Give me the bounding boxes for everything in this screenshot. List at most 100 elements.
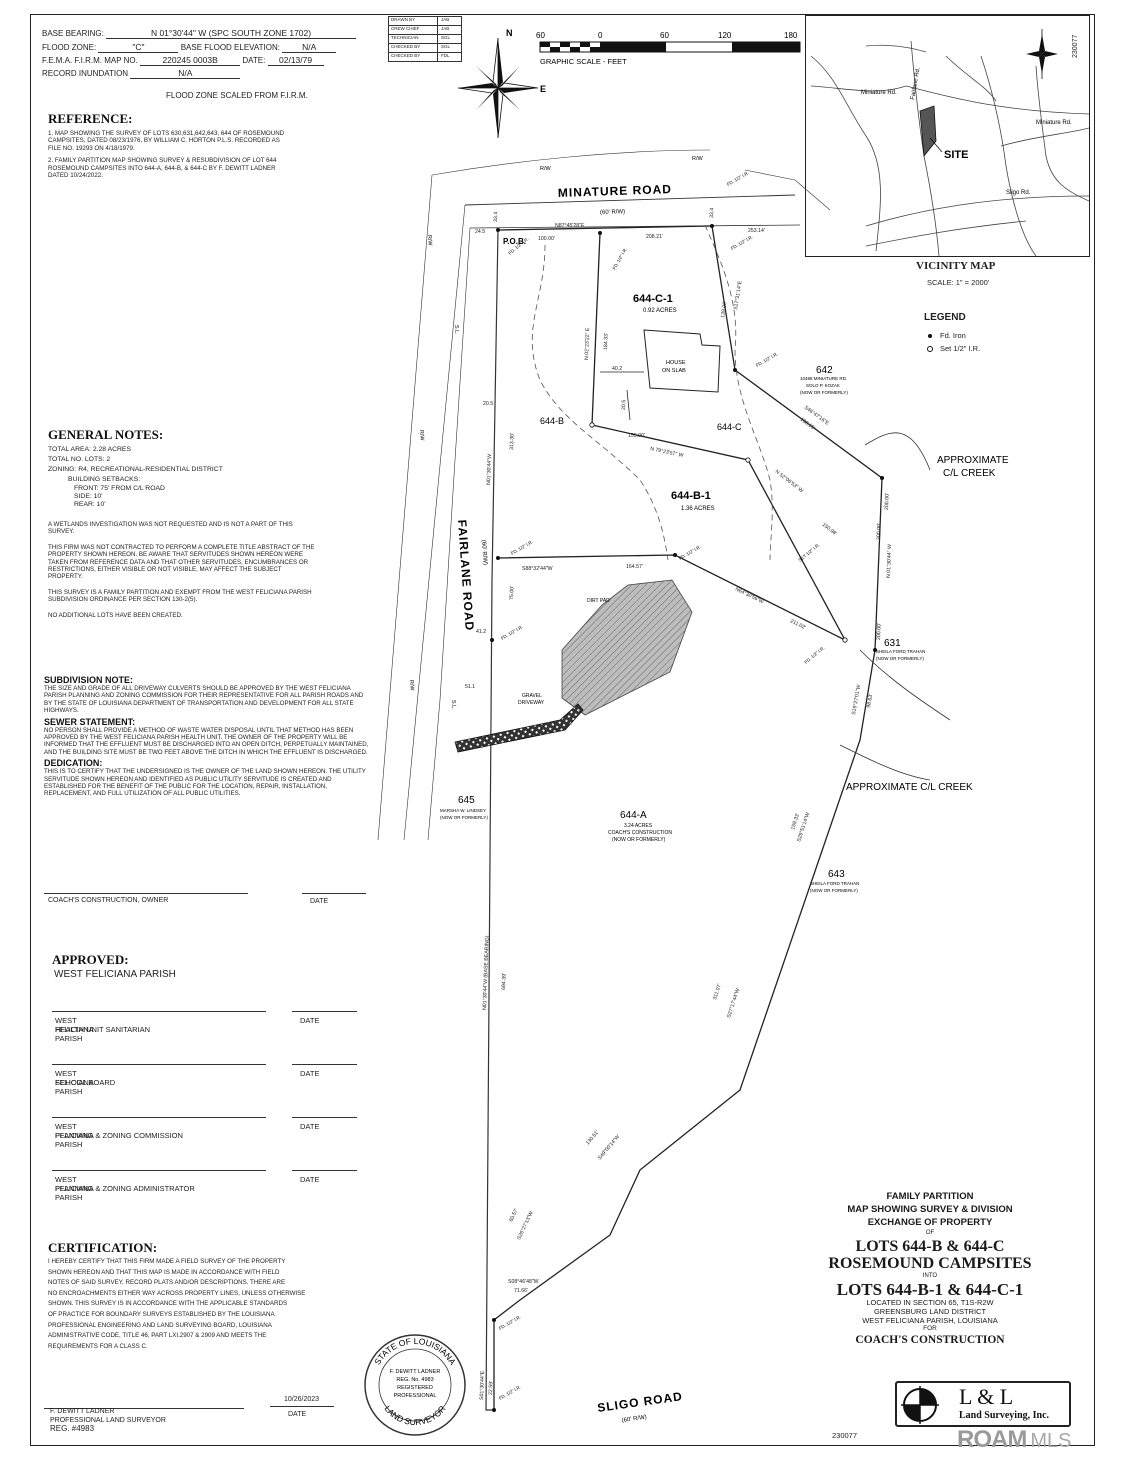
svg-text:164.57': 164.57' [626,564,643,570]
reference-item: 1. MAP SHOWING THE SURVEY OF LOTS 630,63… [48,130,285,152]
east-label: E [540,84,546,94]
svg-text:60: 60 [660,31,669,40]
svg-text:180: 180 [784,31,798,40]
general-notes-title: GENERAL NOTES: [48,427,164,442]
svg-text:DRIVEWAY: DRIVEWAY [518,700,545,706]
svg-text:130.51': 130.51' [585,1130,600,1147]
general-note: A WETLANDS INVESTIGATION WAS NOT REQUEST… [48,521,293,536]
svg-text:200.00': 200.00' [876,523,883,540]
vicinity-map-drawing: SITE Miniature Rd. Miniature Rd. Sligo R… [810,29,1089,256]
general-notes-section: GENERAL NOTES: TOTAL AREA: 2.28 ACRES TO… [48,427,368,624]
reference-section: REFERENCE: 1. MAP SHOWING THE SURVEY OF … [48,111,378,184]
owner-name: COACH'S CONSTRUCTION, OWNER [48,897,169,904]
adjacent-lot-642: 642 [816,365,833,376]
found-iron-icon [496,556,500,560]
svg-text:(NOW OR FORMERLY): (NOW OR FORMERLY) [800,390,848,395]
minature-road-label: MINATURE ROAD [558,182,673,200]
svg-text:COACH'S CONSTRUCTION: COACH'S CONSTRUCTION [608,830,672,836]
company-name: L & L [959,1384,1014,1409]
svg-text:N 79°23'57" W: N 79°23'57" W [650,446,684,459]
svg-text:120: 120 [718,31,732,40]
svg-text:Sligo Rd.: Sligo Rd. [1006,190,1031,196]
svg-text:200.00': 200.00' [876,623,883,640]
flood-zone-note: FLOOD ZONE SCALED FROM F.I.R.M. [166,91,308,100]
svg-text:0: 0 [598,31,603,40]
approved-section: APPROVED: WEST FELICIANA PARISH WEST FEL… [52,952,372,1202]
svg-text:20.5: 20.5 [483,401,493,407]
svg-text:SET 1/2" I.R.: SET 1/2" I.R. [797,542,820,563]
lot-644-c-label: 644-C [717,422,742,432]
owner-date-line [302,893,366,894]
owner-signature-line [44,893,248,894]
svg-text:253.14': 253.14' [748,228,765,234]
svg-text:SHEILA FORD TRAHAN: SHEILA FORD TRAHAN [810,881,859,886]
svg-text:10488 MINIATURE RD.: 10488 MINIATURE RD. [800,376,847,381]
svg-text:694.39': 694.39' [501,973,508,990]
dirt-pad-area [561,579,693,716]
general-note: THIS SURVEY IS A FAMILY PARTITION AND EX… [48,588,312,604]
svg-text:N01°30'44"W: N01°30'44"W [486,454,493,485]
subdivision-note-text: THE SIZE AND GRADE OF ALL DRIVEWAY CULVE… [44,685,364,715]
sewer-statement-text: NO PERSON SHALL PROVIDE A METHOD OF WAST… [44,726,369,756]
found-iron-icon [492,1408,496,1412]
svg-text:60: 60 [536,31,545,40]
fema-row: F.E.M.A. F.I.R.M. MAP NO. 220245 0003B D… [42,55,324,66]
svg-text:S17°31'14"E: S17°31'14"E [733,280,744,310]
house-footprint [643,329,721,393]
svg-text:190.19': 190.19' [799,417,816,432]
found-iron-icon [673,553,677,557]
svg-text:75.00': 75.00' [509,586,515,600]
svg-text:FD. 1/2" I.R.: FD. 1/2" I.R. [803,645,825,665]
svg-text:S19°27'01"W: S19°27'01"W [851,684,862,715]
found-iron-icon [598,231,602,235]
svg-text:313.30': 313.30' [509,433,516,450]
svg-text:(NOW OR FORMERLY): (NOW OR FORMERLY) [810,888,858,893]
svg-text:FD. 1/2" I.R.: FD. 1/2" I.R. [498,1314,522,1331]
svg-text:Fairlane Rd.: Fairlane Rd. [910,67,922,101]
svg-text:S88°32'44"W: S88°32'44"W [522,566,553,572]
svg-text:MARSHA W. LINDSEY: MARSHA W. LINDSEY [440,808,486,813]
set-iron-icon [745,457,751,463]
svg-text:60.57': 60.57' [508,1208,519,1223]
svg-text:51.1: 51.1 [465,684,475,690]
svg-text:(60' R/W): (60' R/W) [480,540,488,566]
legend-title: LEGEND [924,312,966,323]
flood-zone-row: FLOOD ZONE: "C" BASE FLOOD ELEVATION: N/… [42,42,337,53]
reference-item: 2. FAMILY PARTITION MAP SHOWING SURVEY &… [48,157,277,180]
company-logo-icon [901,1386,939,1424]
svg-text:ON SLAB: ON SLAB [662,368,686,374]
svg-text:100.00': 100.00' [538,236,555,242]
svg-text:33.4: 33.4 [709,208,715,218]
reference-title: REFERENCE: [48,111,133,126]
found-iron-icon [873,648,877,652]
north-arrow-icon: N E [457,28,546,139]
svg-text:0.92 ACRES: 0.92 ACRES [643,308,677,314]
svg-text:C/L CREEK: C/L CREEK [943,468,996,479]
footer-job-number: 230077 [832,1431,858,1440]
vicinity-north-icon [1026,29,1058,79]
certification-section: CERTIFICATION: I HEREBY CERTIFY THAT THI… [48,1240,368,1352]
svg-text:159.33': 159.33' [790,813,801,831]
svg-text:R/W: R/W [418,430,425,442]
found-iron-icon [492,1318,496,1322]
svg-text:24.5: 24.5 [475,229,485,235]
svg-text:FD. 1/2" I.R.: FD. 1/2" I.R. [755,351,779,368]
site-parcel [919,105,937,158]
svg-text:184.33': 184.33' [603,333,610,350]
company-logo: L & L Land Surveying, Inc. [895,1381,1071,1427]
svg-text:F. DEWITT LADNER: F. DEWITT LADNER [390,1369,441,1375]
svg-text:DIRT PAD: DIRT PAD [587,598,610,604]
graphic-scale: 60 0 60 120 180 GRAPHIC SCALE - FEET [536,31,801,66]
surveyor-seal-icon: STATE OF LOUISIANA LAND SURVEYOR F. DEWI… [364,1334,466,1436]
statements-section: SUBDIVISION NOTE: THE SIZE AND GRADE OF … [44,675,369,798]
found-iron-icon [490,638,494,642]
certification-title: CERTIFICATION: [48,1240,158,1255]
found-iron-icon [496,228,500,232]
lot-644-b-1-label: 644-B-1 [671,490,711,502]
dedication-text: THIS IS TO CERTIFY THAT THE UNDERSIGNED … [44,768,366,798]
surveyor-block: F. DEWITT LADNER PROFESSIONAL LAND SURVE… [50,1408,166,1433]
